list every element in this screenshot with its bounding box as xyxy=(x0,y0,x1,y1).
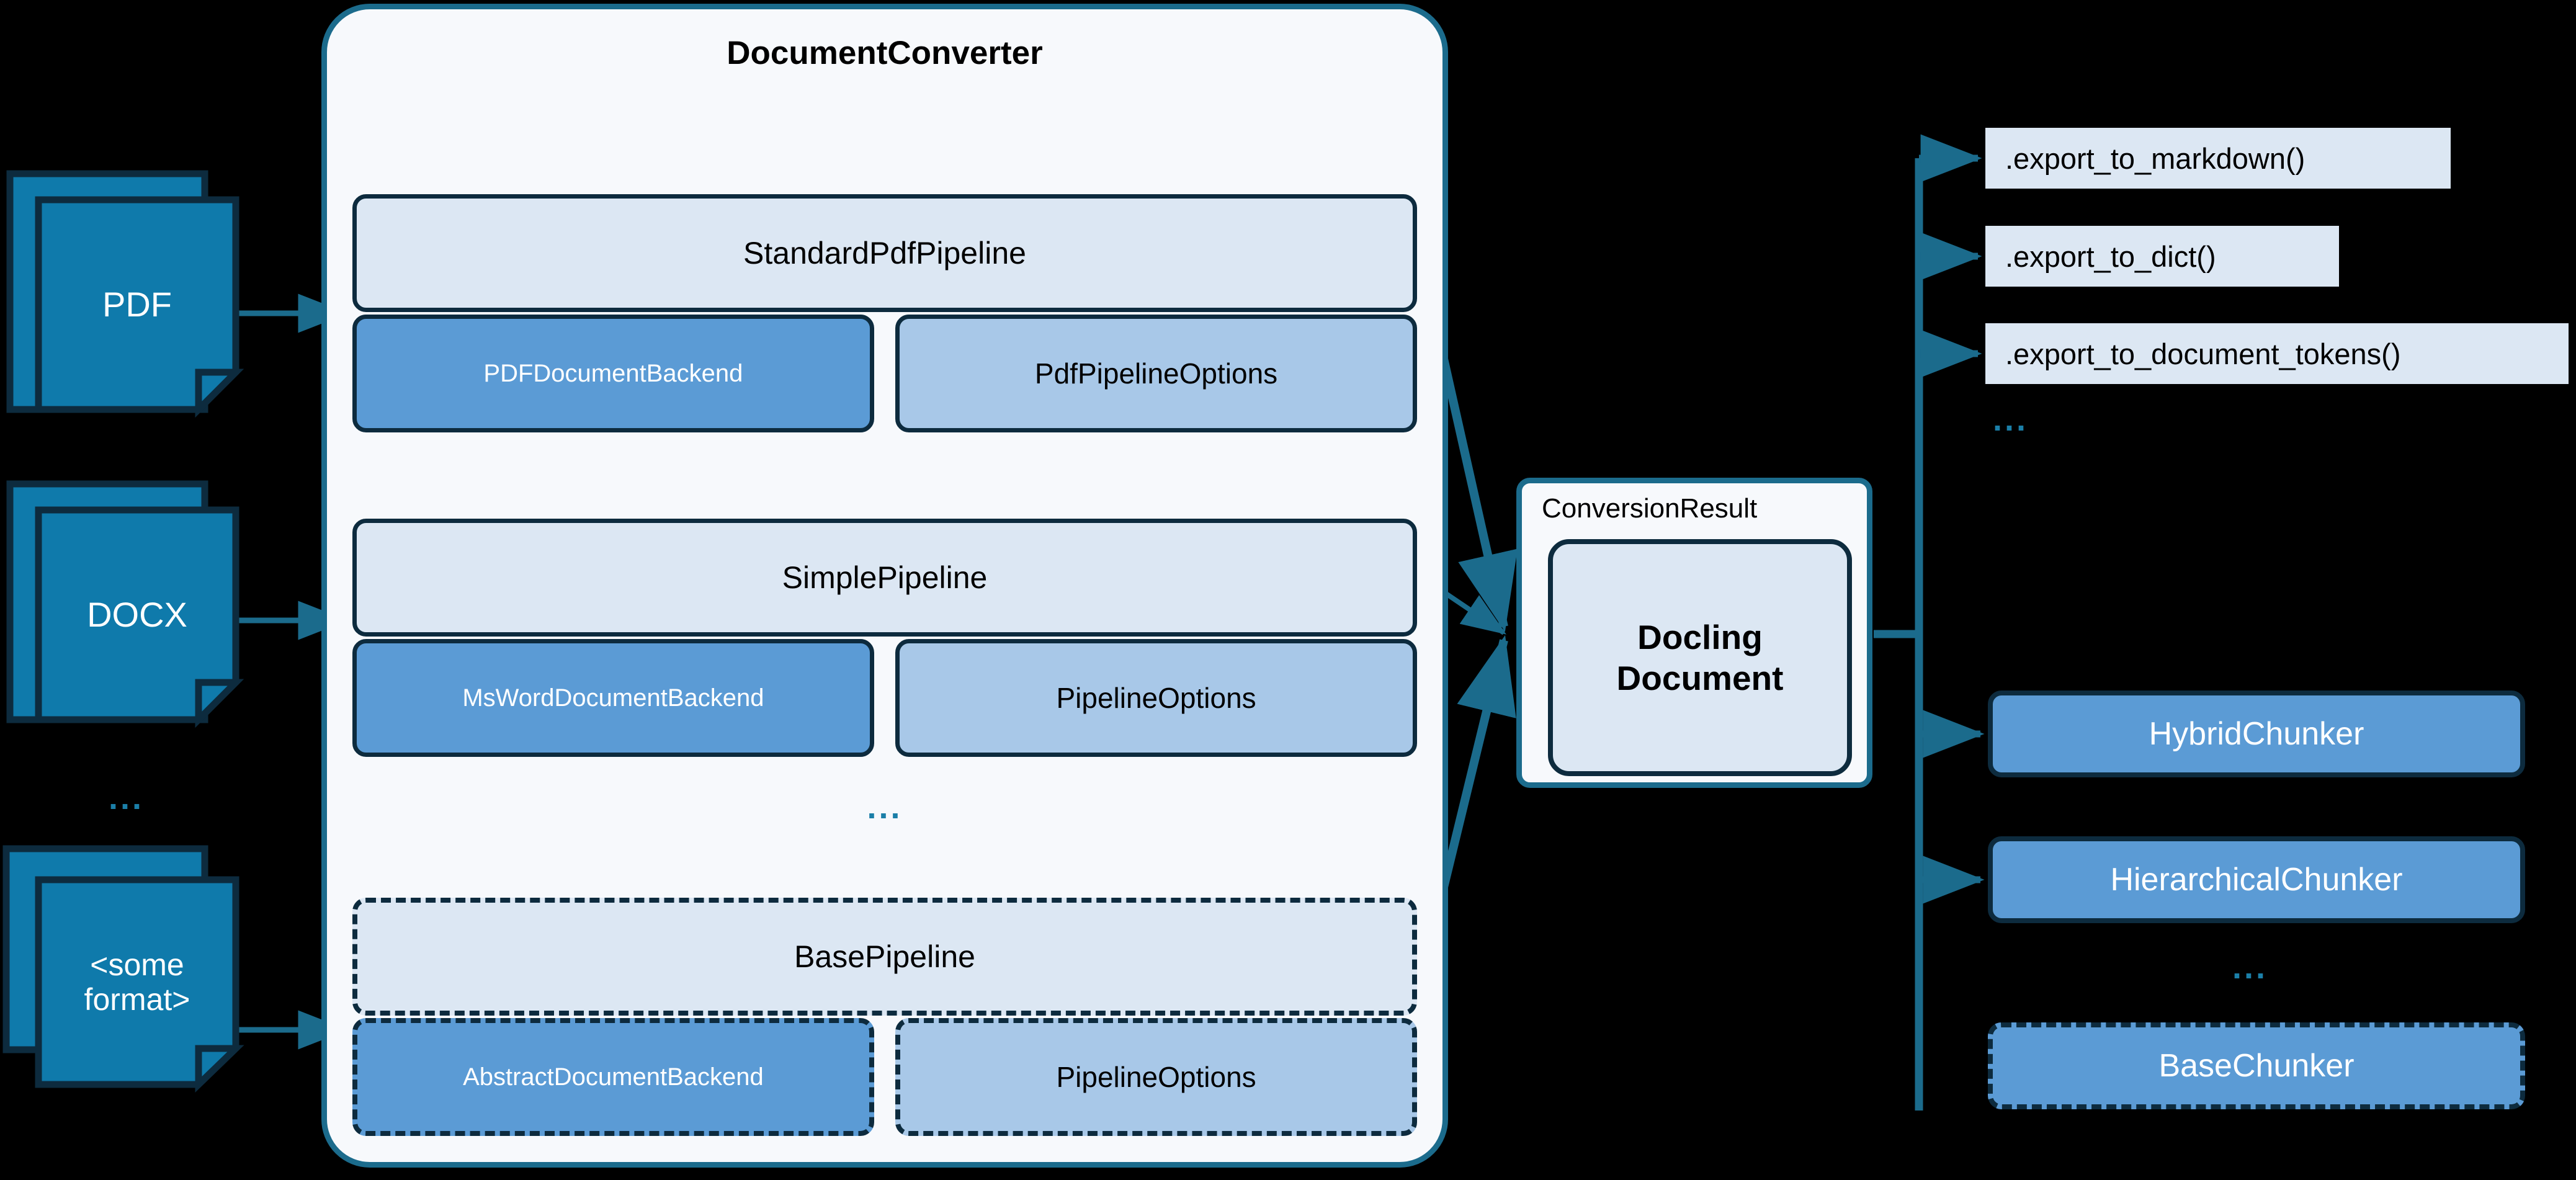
chunker-hybridchunker[interactable]: HybridChunker xyxy=(1988,691,2525,777)
options-pdfpipelineoptions[interactable]: PdfPipelineOptions xyxy=(895,315,1417,432)
backend-abstractdocumentbackend[interactable]: AbstractDocumentBackend xyxy=(352,1018,874,1136)
pipeline-group-standardpdfpipeline[interactable]: StandardPdfPipeline PDFDocumentBackend P… xyxy=(352,194,1417,432)
pdf-input-label: PDF xyxy=(102,284,172,324)
docx-input-icon[interactable]: DOCX xyxy=(38,510,236,720)
backend-mswarddocumentbackend[interactable]: MsWordDocumentBackend xyxy=(352,639,874,757)
export-document-tokens-chip[interactable]: .export_to_document_tokens() xyxy=(1985,323,2569,384)
options-pipelineoptions-simple[interactable]: PipelineOptions xyxy=(895,639,1417,757)
someformat-input-label: <some format> xyxy=(84,947,190,1017)
pipeline-name-basepipeline[interactable]: BasePipeline xyxy=(352,898,1417,1016)
docx-document-icon xyxy=(6,480,244,728)
chunkers-ellipsis: ... xyxy=(2232,949,2268,986)
chunker-basechunker[interactable]: BaseChunker xyxy=(1988,1022,2525,1109)
pipeline-group-basepipeline[interactable]: BasePipeline AbstractDocumentBackend Pip… xyxy=(352,898,1417,1136)
export-dict-chip[interactable]: .export_to_dict() xyxy=(1985,226,2339,287)
pipeline-name-standardpdfpipeline[interactable]: StandardPdfPipeline xyxy=(352,194,1417,312)
docling-document-box[interactable]: Docling Document xyxy=(1548,539,1852,776)
someformat-input-icon[interactable]: <some format> xyxy=(38,880,236,1084)
docx-input-label: DOCX xyxy=(87,594,187,634)
pdf-input-icon[interactable]: PDF xyxy=(38,200,236,409)
conversion-result-label: ConversionResult xyxy=(1542,493,1758,524)
someformat-document-icon xyxy=(2,845,244,1093)
export-markdown-chip[interactable]: .export_to_markdown() xyxy=(1985,128,2451,189)
inputs-ellipsis: ... xyxy=(109,779,145,816)
pipeline-group-simplepipeline[interactable]: SimplePipeline MsWordDocumentBackend Pip… xyxy=(352,519,1417,757)
converter-ellipsis: ... xyxy=(867,789,903,826)
conversion-result-container[interactable]: ConversionResult Docling Document xyxy=(1516,478,1872,788)
exports-ellipsis: ... xyxy=(1993,401,2029,438)
pipeline-name-simplepipeline[interactable]: SimplePipeline xyxy=(352,519,1417,637)
pdf-document-icon xyxy=(6,170,244,418)
chunker-hierarchicalchunker[interactable]: HierarchicalChunker xyxy=(1988,836,2525,923)
options-pipelineoptions-base[interactable]: PipelineOptions xyxy=(895,1018,1417,1136)
backend-pdfdocumentbackend[interactable]: PDFDocumentBackend xyxy=(352,315,874,432)
document-converter-title: DocumentConverter xyxy=(727,35,1043,71)
